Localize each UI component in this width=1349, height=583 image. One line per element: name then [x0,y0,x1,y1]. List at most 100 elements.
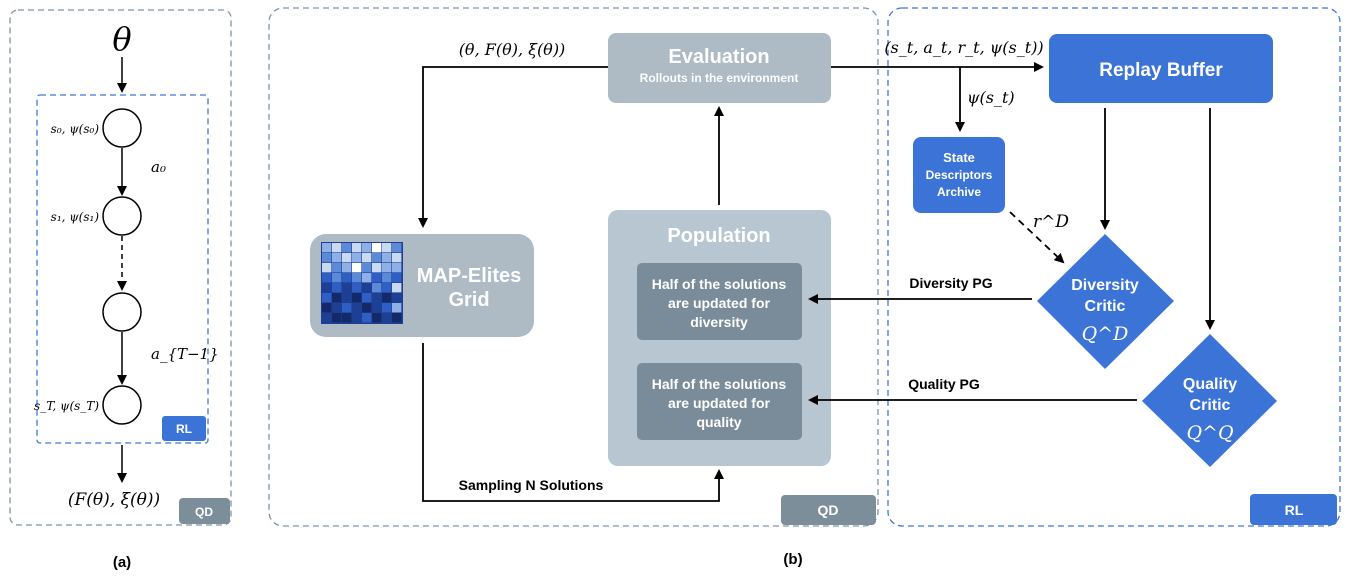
map-elites-grid-icon [321,242,403,324]
grid-cell [362,303,372,313]
panel-a-frame [9,9,232,526]
eval-output-label: (θ, F(θ), ξ(θ)) [459,40,566,59]
grid-cell [392,273,402,283]
panel-a-rl-frame [36,94,209,444]
diversity-half-line2: are updated for [668,295,770,311]
state-circle-sT [102,385,142,425]
grid-cell [322,283,332,293]
output-fitness-descriptor: (F(θ), ξ(θ)) [68,490,160,510]
grid-cell [362,293,372,303]
grid-cell [372,273,382,283]
grid-cell [362,253,372,263]
action-label-aT1: a_{T−1} [151,345,219,363]
state-circle-s0 [102,108,142,148]
archive-line1: State [943,150,975,165]
descriptor-label: ψ(s_t) [967,88,1015,107]
diversity-half-box [637,263,802,340]
grid-cell [372,303,382,313]
grid-cell [352,313,362,323]
grid-cell [392,303,402,313]
panel-rl-frame [887,7,1341,527]
rl-badge-b-text: RL [1285,502,1304,518]
quality-critic-line1: Quality [1183,376,1237,393]
grid-cell [392,313,402,323]
grid-cell [332,243,342,253]
evaluation-box [608,33,831,103]
grid-cell [372,283,382,293]
grid-cell [342,303,352,313]
descriptor-archive-box [913,137,1005,213]
grid-cell [322,243,332,253]
quality-half-line1: Half of the solutions [652,376,787,392]
panel-b-frame [268,7,879,527]
grid-cell [322,253,332,263]
grid-cell [362,263,372,273]
diversity-critic-diamond [1037,234,1174,369]
grid-cell [332,263,342,273]
grid-cell [372,243,382,253]
grid-cell [382,293,392,303]
quality-half-line3: quality [696,414,741,430]
state-label-s0: s₀, ψ(s₀) [51,122,100,136]
grid-cell [382,263,392,273]
grid-cell [382,253,392,263]
evaluation-title: Evaluation [668,46,769,68]
quality-half-box [637,363,802,440]
qd-badge-b [781,495,876,525]
transition-label: (s_t, a_t, r_t, ψ(s_t)) [884,38,1043,57]
grid-cell [392,243,402,253]
rl-badge-a-text: RL [176,422,192,436]
diversity-half-line1: Half of the solutions [652,276,787,292]
population-title: Population [667,225,770,247]
grid-cell [352,273,362,283]
map-elites-label-line1: MAP-Elites [417,265,521,287]
grid-cell [342,283,352,293]
quality-critic-line2: Critic [1190,397,1231,414]
qd-badge-a-text: QD [195,505,213,519]
qd-badge-a [179,498,230,524]
grid-cell [342,243,352,253]
diversity-q-label: Q^D [1082,323,1129,345]
grid-cell [352,243,362,253]
grid-cell [392,263,402,273]
grid-cell [352,263,362,273]
grid-cell [332,283,342,293]
state-label-sT: s_T, ψ(s_T) [34,399,99,413]
archive-line2: Descriptors [926,168,993,182]
rl-badge-b [1250,494,1337,525]
rl-badge-a [162,416,206,441]
reward-label: r^D [1033,212,1069,232]
grid-cell [332,313,342,323]
arrow-archive-to-diversity-critic [1009,211,1065,264]
archive-line3: Archive [937,185,981,199]
grid-cell [322,273,332,283]
state-circle-s1 [102,196,142,236]
theta-symbol: θ [112,20,131,58]
qd-badge-b-text: QD [818,502,839,518]
grid-cell [392,283,402,293]
grid-cell [392,293,402,303]
arrow-sampling-to-population [422,343,724,502]
grid-cell [352,283,362,293]
grid-cell [382,243,392,253]
diversity-half-line3: diversity [690,314,748,330]
grid-cell [342,293,352,303]
grid-cell [372,313,382,323]
quality-pg-label: Quality PG [908,376,980,392]
grid-cell [362,273,372,283]
caption-a: (a) [113,554,131,571]
grid-cell [392,253,402,263]
grid-cell [332,303,342,313]
state-label-s1: s₁, ψ(s₁) [51,210,100,224]
arrow-eval-to-map-elites [418,66,608,228]
grid-cell [362,283,372,293]
grid-cell [332,273,342,283]
grid-cell [372,263,382,273]
grid-cell [322,293,332,303]
action-label-a0: a₀ [151,158,166,176]
state-circle-middle [102,292,142,332]
replay-buffer-label: Replay Buffer [1099,60,1223,81]
grid-cell [362,243,372,253]
quality-critic-diamond [1142,334,1277,467]
